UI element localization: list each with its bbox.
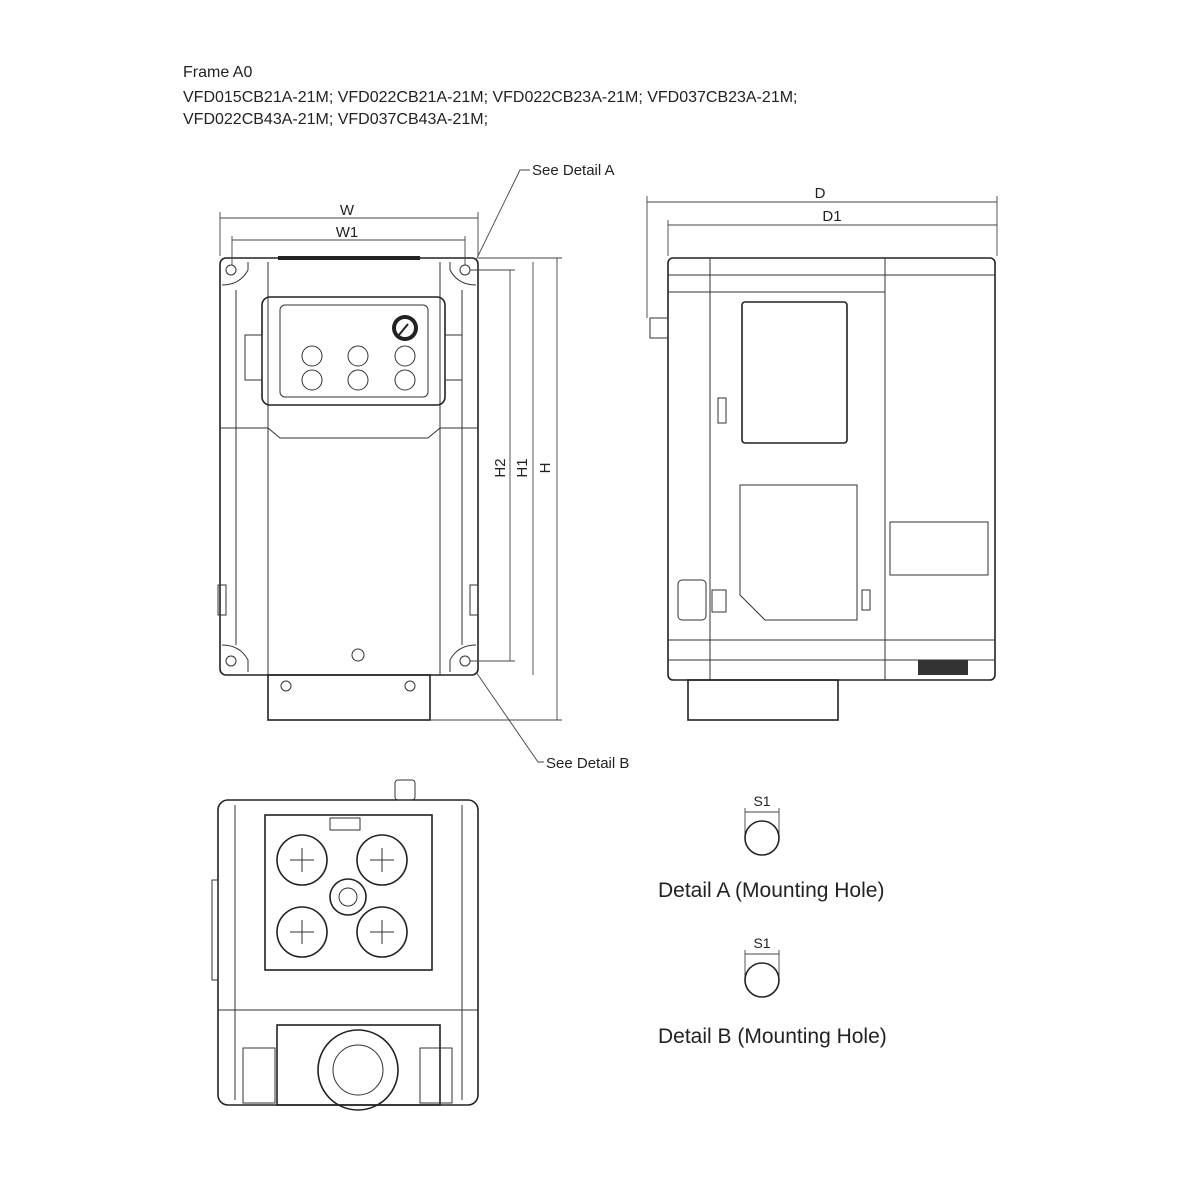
detail-a-s1-label: S1 xyxy=(753,793,770,809)
knob-icon xyxy=(394,779,416,801)
dim-h-label: H xyxy=(537,463,554,474)
detail-a-caption: Detail A (Mounting Hole) xyxy=(658,879,884,902)
dim-d1-label: D1 xyxy=(822,208,841,225)
model-list-line-1: VFD015CB21A-21M; VFD022CB21A-21M; VFD022… xyxy=(183,89,798,106)
fan-icon xyxy=(317,1029,399,1111)
bottom-view xyxy=(211,779,479,1111)
dim-h1-label: H1 xyxy=(514,458,531,477)
dim-d-label: D xyxy=(815,185,826,202)
dim-h2-label: H2 xyxy=(492,458,509,477)
keypad-button-icons xyxy=(301,345,416,391)
fan-grille-icon xyxy=(918,660,968,675)
mounting-hole-icon xyxy=(744,820,780,856)
cable-knockout-icons xyxy=(276,834,408,958)
see-detail-a-callout: See Detail A xyxy=(532,162,615,179)
detail-a: S1 Detail A (Mounting Hole) xyxy=(658,793,884,902)
mounting-hole-icon xyxy=(744,962,780,998)
detail-b-s1-label: S1 xyxy=(753,935,770,951)
dim-w1-label: W1 xyxy=(336,224,359,241)
dim-w-label: W xyxy=(340,202,355,219)
side-view: D D1 xyxy=(646,185,998,721)
model-list-line-2: VFD022CB43A-21M; VFD037CB43A-21M; xyxy=(183,111,489,128)
frame-title: Frame A0 xyxy=(183,64,253,81)
keypad-panel xyxy=(244,296,463,406)
screw-icon xyxy=(351,648,365,662)
see-detail-b-callout: See Detail B xyxy=(546,755,629,772)
front-view: W W1 H H1 H2 See Detail A See Detail B xyxy=(217,162,629,772)
detail-b: S1 Detail B (Mounting Hole) xyxy=(658,935,887,1048)
detail-b-caption: Detail B (Mounting Hole) xyxy=(658,1025,887,1048)
knob-icon xyxy=(649,317,669,339)
mounting-hole-icon xyxy=(221,262,477,672)
